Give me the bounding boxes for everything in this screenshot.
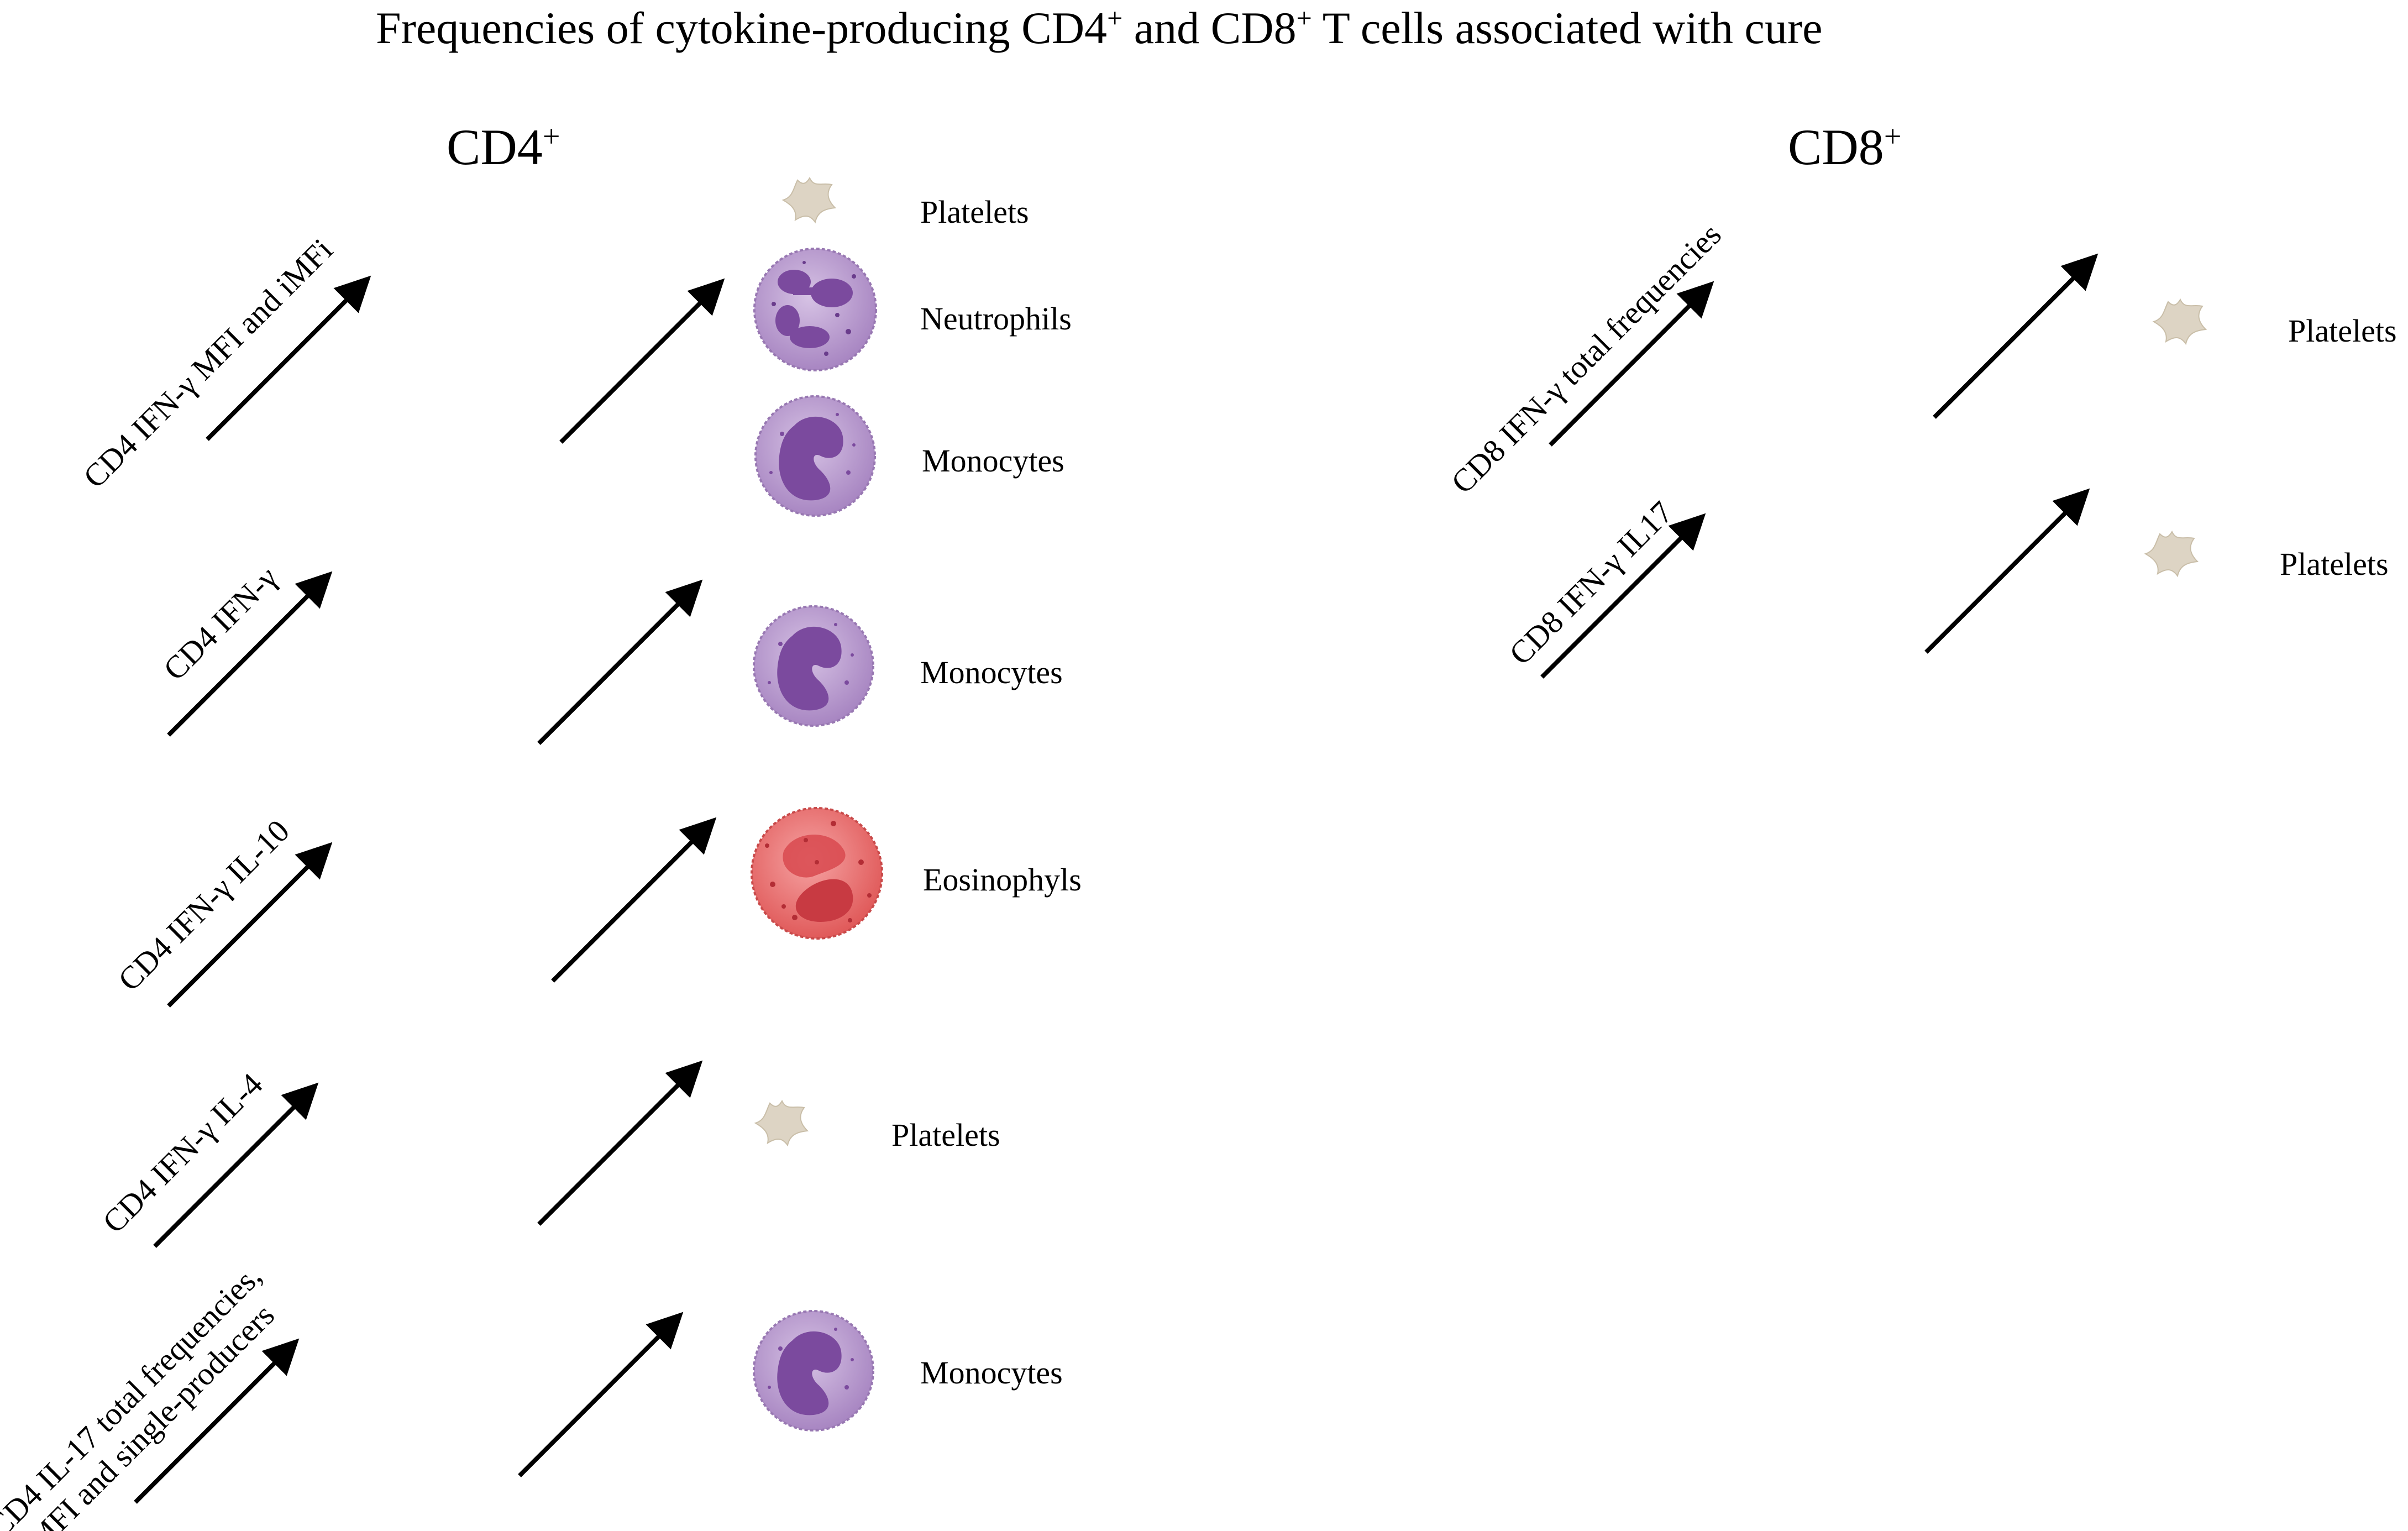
monocyte-icon xyxy=(754,395,876,517)
monocyte-icon xyxy=(753,1310,874,1432)
up-arrow-icon xyxy=(559,278,725,444)
up-arrow-icon xyxy=(537,1060,703,1226)
up-arrow-icon xyxy=(1549,281,1714,447)
panel-heading-cd8: CD8+ xyxy=(1788,119,1902,175)
cell-label-platelets-cd8: Platelets xyxy=(2288,313,2397,349)
eosinophil-icon xyxy=(751,807,883,940)
up-arrow-icon xyxy=(551,817,717,983)
diagram-title: Frequencies of cytokine-producing CD4+ a… xyxy=(376,2,1823,53)
platelet-icon xyxy=(2145,531,2198,576)
up-arrow-icon xyxy=(134,1338,300,1504)
up-arrow-icon xyxy=(206,275,371,441)
neutrophil-icon xyxy=(753,248,877,371)
monocyte-icon xyxy=(753,605,874,727)
cell-label-platelets-cd8: Platelets xyxy=(2280,546,2389,582)
cell-label-platelets: Platelets xyxy=(920,194,1029,230)
platelet-icon xyxy=(2153,299,2206,344)
up-arrow-icon xyxy=(153,1082,319,1248)
up-arrow-icon xyxy=(1933,253,2099,419)
cell-label-eosinophyls: Eosinophyls xyxy=(923,862,1082,898)
up-arrow-icon xyxy=(537,579,703,745)
platelet-icon xyxy=(755,1100,808,1146)
up-arrow-icon xyxy=(1924,488,2090,654)
cell-label-monocytes: Monocytes xyxy=(920,654,1063,690)
panel-heading-cd4: CD4+ xyxy=(447,119,560,175)
cell-label-monocytes: Monocytes xyxy=(920,1355,1063,1391)
cell-label-monocytes: Monocytes xyxy=(922,443,1064,479)
up-arrow-icon xyxy=(167,842,333,1008)
up-arrow-icon xyxy=(518,1312,684,1477)
up-arrow-icon xyxy=(1540,513,1706,679)
platelet-icon xyxy=(783,177,836,223)
cell-label-platelets: Platelets xyxy=(891,1117,1000,1153)
cell-label-neutrophils: Neutrophils xyxy=(920,301,1072,337)
up-arrow-icon xyxy=(167,571,333,737)
